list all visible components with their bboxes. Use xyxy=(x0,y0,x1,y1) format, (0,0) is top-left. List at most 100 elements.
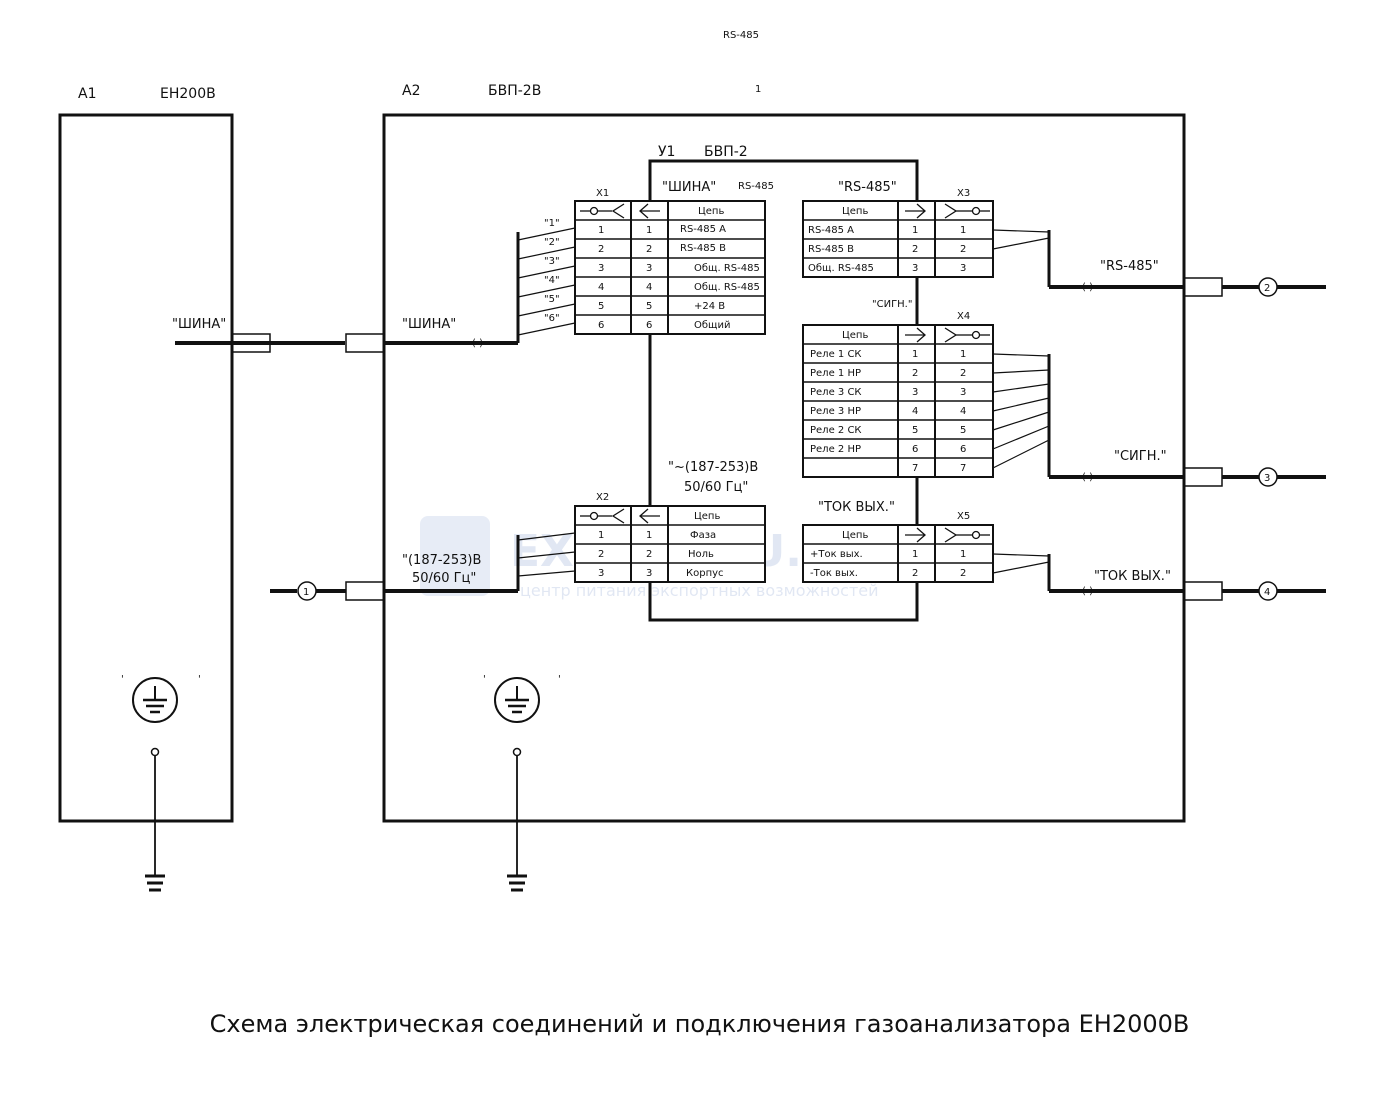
x2-terminal: X2 Цепь 1 1 Фаза 2 2 Ноль 3 3 Корпус xyxy=(574,492,766,583)
a2-power-label-2: 50/60 Гц" xyxy=(412,571,476,586)
out-rs-label: "RS-485" xyxy=(1100,259,1159,274)
x5-r1-b: 1 xyxy=(912,549,918,560)
x4-r1-b: 1 xyxy=(912,349,918,360)
x4-header: Цепь xyxy=(842,330,868,341)
top-label: RS-485 xyxy=(723,30,759,41)
x2-r1-b: 1 xyxy=(646,530,652,541)
x4-ref: X4 xyxy=(957,311,970,322)
x3-r1-a: 1 xyxy=(960,225,966,236)
x1-wire-5: "5" xyxy=(544,294,560,305)
x5-terminal: X5 Цепь +Ток вых. 1 1 -Ток вых. 2 2 xyxy=(802,511,994,583)
x5-r2-b: 2 xyxy=(912,568,918,579)
x2-header: Цепь xyxy=(694,511,720,522)
x1-wire-6: "6" xyxy=(544,313,560,324)
marker-4-text: 4 xyxy=(1264,587,1270,598)
x3-r3-a: 3 xyxy=(960,263,966,274)
svg-text:( ): ( ) xyxy=(472,338,483,349)
page-number: 1 xyxy=(755,84,761,95)
ground-icon xyxy=(494,677,540,892)
out-sig-label: "СИГН." xyxy=(1114,449,1167,464)
x4-r6-b: 6 xyxy=(912,444,918,455)
x1-r6-b: 6 xyxy=(646,320,652,331)
a2-bus-label: "ШИНА" xyxy=(402,317,456,332)
svg-text:': ' xyxy=(121,674,124,685)
a2-name: БВП-2В xyxy=(488,83,541,99)
x2-r3-c: Корпус xyxy=(686,568,724,579)
x2-r1-a: 1 xyxy=(598,530,604,541)
x1-r5-c: +24 В xyxy=(694,301,725,312)
figure-caption: Схема электрическая соединений и подключ… xyxy=(209,1010,1190,1038)
x4-r5-a: 5 xyxy=(960,425,966,436)
x3-r1-c: RS-485 A xyxy=(808,225,854,236)
x4-r6-c: Реле 2 НР xyxy=(810,444,861,455)
u1-rs-title: "RS-485" xyxy=(838,180,897,195)
x1-r5-a: 5 xyxy=(598,301,604,312)
x1-header: Цепь xyxy=(698,206,724,217)
x4-r1-a: 1 xyxy=(960,349,966,360)
x4-r4-b: 4 xyxy=(912,406,918,417)
a2-ref: A2 xyxy=(402,83,420,99)
a2-block xyxy=(382,113,1186,823)
x1-terminal: X1 Цепь 1 1 RS-485 А 2 2 RS-485 В 3 3 Об… xyxy=(574,188,766,335)
u1-bus-title: "ШИНА" xyxy=(662,180,716,195)
u1-power-title-2: 50/60 Гц" xyxy=(684,480,748,495)
x3-terminal: X3 Цепь RS-485 A 1 1 RS-485 B 2 2 Общ. R… xyxy=(802,188,994,278)
x4-r7-b: 7 xyxy=(912,463,918,474)
u1-sig-title: "СИГН." xyxy=(872,299,912,310)
x1-r5-b: 5 xyxy=(646,301,652,312)
x3-r3-c: Общ. RS-485 xyxy=(808,263,874,274)
ground-icon xyxy=(132,677,178,892)
x3-r2-c: RS-485 B xyxy=(808,244,854,255)
x1-r3-c: Общ. RS-485 xyxy=(694,263,760,274)
x4-r5-c: Реле 2 СК xyxy=(810,425,862,436)
x5-ref: X5 xyxy=(957,511,970,522)
x2-r2-c: Ноль xyxy=(688,549,714,560)
x4-r3-b: 3 xyxy=(912,387,918,398)
x3-ref: X3 xyxy=(957,188,970,199)
x3-header: Цепь xyxy=(842,206,868,217)
x4-terminal: X4 Цепь Реле 1 СК 1 1 Реле 1 НР 2 2 Реле… xyxy=(802,311,994,478)
x1-r6-c: Общий xyxy=(694,320,730,331)
x2-r3-b: 3 xyxy=(646,568,652,579)
u1-ref: У1 xyxy=(658,144,675,160)
u1-power-title-1: "~(187-253)В xyxy=(668,460,758,475)
x1-r4-b: 4 xyxy=(646,282,652,293)
x1-r2-c: RS-485 В xyxy=(680,243,726,254)
x1-r2-a: 2 xyxy=(598,244,604,255)
x5-r1-c: +Ток вых. xyxy=(810,549,863,560)
x4-r4-c: Реле 3 НР xyxy=(810,406,861,417)
x1-r4-c: Общ. RS-485 xyxy=(694,282,760,293)
x4-r6-a: 6 xyxy=(960,444,966,455)
x2-r2-a: 2 xyxy=(598,549,604,560)
svg-text:': ' xyxy=(558,674,561,685)
svg-text:': ' xyxy=(483,674,486,685)
x1-r2-b: 2 xyxy=(646,244,652,255)
x4-r7-a: 7 xyxy=(960,463,966,474)
a1-bus-label: "ШИНА" xyxy=(172,317,226,332)
x1-wire-2: "2" xyxy=(544,237,560,248)
x1-wire-1: "1" xyxy=(544,218,560,229)
watermark-line2: центр питания экспортных возможностей xyxy=(520,581,879,600)
x4-r5-b: 5 xyxy=(912,425,918,436)
x5-r2-c: -Ток вых. xyxy=(810,568,858,579)
x1-r4-a: 4 xyxy=(598,282,604,293)
x3-r2-b: 2 xyxy=(912,244,918,255)
x4-r2-a: 2 xyxy=(960,368,966,379)
x1-r3-b: 3 xyxy=(646,263,652,274)
x1-r1-a: 1 xyxy=(598,225,604,236)
x1-r3-a: 3 xyxy=(598,263,604,274)
x4-r1-c: Реле 1 СК xyxy=(810,349,862,360)
x1-r6-a: 6 xyxy=(598,320,604,331)
marker-2-text: 2 xyxy=(1264,283,1270,294)
x2-r3-a: 3 xyxy=(598,568,604,579)
x1-r1-b: 1 xyxy=(646,225,652,236)
marker-1-text: 1 xyxy=(303,587,309,598)
x2-r1-c: Фаза xyxy=(690,530,716,541)
a1-ref: A1 xyxy=(78,86,96,102)
x4-r4-a: 4 xyxy=(960,406,966,417)
x1-wire-4: "4" xyxy=(544,275,560,286)
x1-wire-3: "3" xyxy=(544,256,560,267)
a1-name: EH200B xyxy=(160,86,216,102)
x4-r3-a: 3 xyxy=(960,387,966,398)
